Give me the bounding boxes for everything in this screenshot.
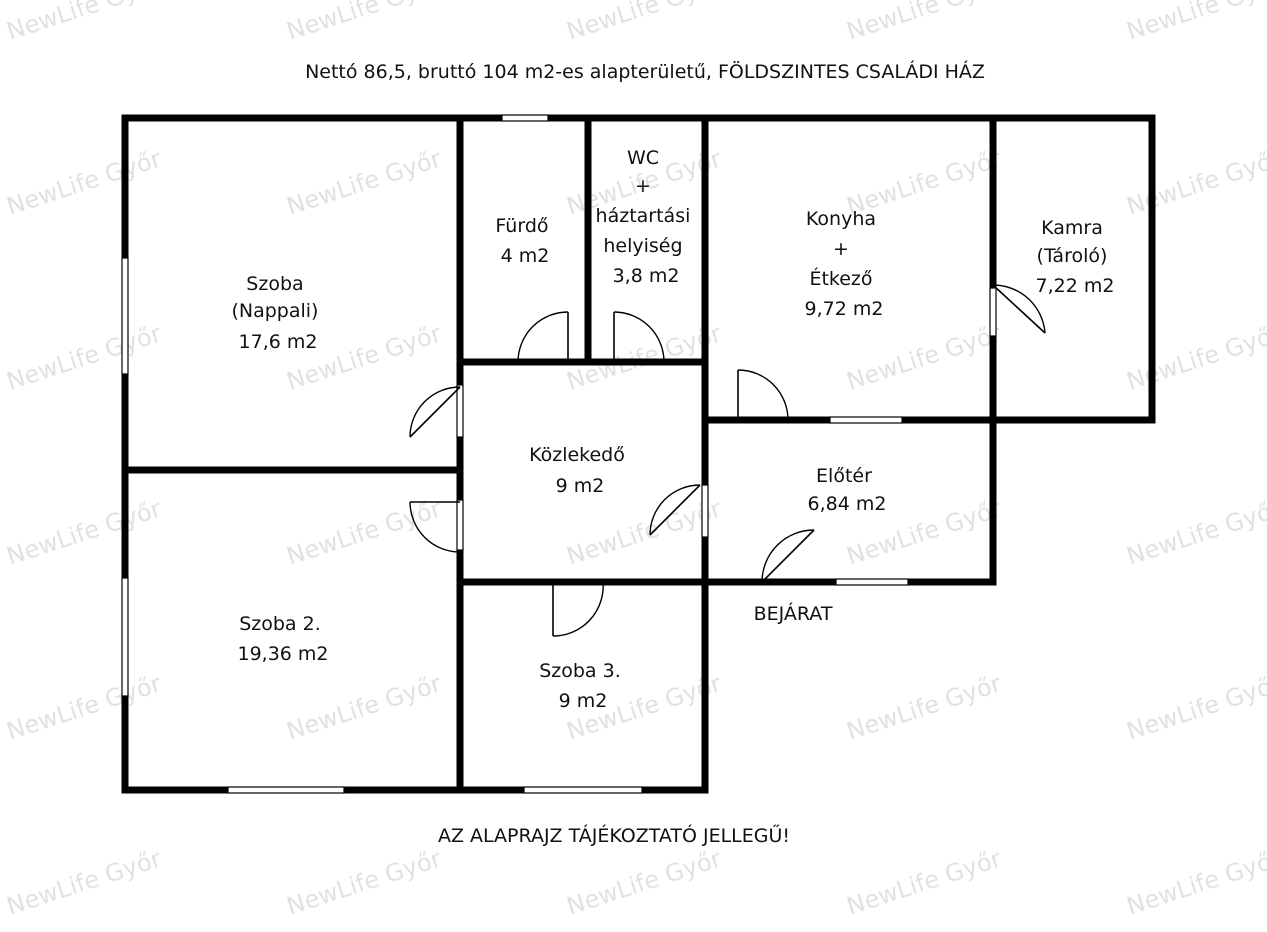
- watermark-text: NewLife Győr: [283, 844, 445, 920]
- watermark-text: NewLife Győr: [283, 0, 445, 46]
- watermark-text: NewLife Győr: [843, 669, 1005, 745]
- window: [523, 786, 643, 794]
- door-szoba2: [409, 501, 461, 553]
- watermark-text: NewLife Győr: [1123, 319, 1267, 395]
- watermark-text: NewLife Győr: [3, 319, 165, 395]
- watermark-text: NewLife Győr: [1123, 844, 1267, 920]
- watermark-text: NewLife Győr: [3, 0, 165, 46]
- entrance-label: BEJÁRAT: [754, 602, 833, 625]
- disclaimer-note: AZ ALAPRAJZ TÁJÉKOZTATÓ JELLEGŰ!: [438, 823, 790, 847]
- window: [701, 484, 709, 538]
- window: [989, 287, 997, 337]
- room-label-szoba3: Szoba 3. 9 m2: [539, 660, 627, 712]
- watermark-text: NewLife Győr: [843, 319, 1005, 395]
- watermark-text: NewLife Győr: [843, 0, 1005, 46]
- watermark-text: NewLife Győr: [3, 844, 165, 920]
- door-konyha: [737, 369, 789, 421]
- watermark-text: NewLife Győr: [563, 0, 725, 46]
- room-label-furdo: Fürdő 4 m2: [495, 215, 554, 267]
- room-label-wc: WC + háztartási helyiség 3,8 m2: [596, 147, 697, 287]
- watermark-text: NewLife Győr: [3, 144, 165, 220]
- door-kozlekedo-eloter: [649, 484, 701, 536]
- watermark-text: NewLife Győr: [283, 669, 445, 745]
- room-label-nappali: Szoba (Nappali) 17,6 m2: [231, 273, 324, 353]
- watermark-text: NewLife Győr: [843, 844, 1005, 920]
- door-entrance: [761, 529, 815, 583]
- watermark-text: NewLife Győr: [3, 669, 165, 745]
- watermark-text: NewLife Győr: [1123, 0, 1267, 46]
- watermark-text: NewLife Győr: [1123, 144, 1267, 220]
- window: [121, 577, 129, 697]
- room-label-kozlekedo: Közlekedő 9 m2: [529, 444, 631, 497]
- room-label-konyha: Konyha + Étkező 9,72 m2: [805, 208, 884, 320]
- room-label-kamra: Kamra (Tároló) 7,22 m2: [1036, 217, 1115, 297]
- watermark-text: NewLife Győr: [563, 494, 725, 570]
- plan-title: Nettó 86,5, bruttó 104 m2-es alapterület…: [305, 60, 985, 83]
- window: [835, 578, 909, 586]
- watermark-text: NewLife Győr: [1123, 669, 1267, 745]
- room-label-szoba2: Szoba 2. 19,36 m2: [237, 613, 328, 665]
- door-nappali: [409, 386, 461, 438]
- room-labels: Szoba (Nappali) 17,6 m2 Fürdő 4 m2 WC + …: [231, 147, 1114, 712]
- watermark-text: NewLife Győr: [1123, 494, 1267, 570]
- watermark-text: NewLife Győr: [3, 494, 165, 570]
- door-wc: [613, 311, 665, 363]
- watermark-text: NewLife Győr: [563, 844, 725, 920]
- doors: [409, 284, 1046, 637]
- window: [227, 786, 345, 794]
- windows: [121, 114, 997, 794]
- door-szoba3: [552, 581, 604, 637]
- watermark-text: NewLife Győr: [283, 144, 445, 220]
- window: [829, 416, 903, 424]
- window: [456, 384, 464, 438]
- window: [121, 257, 129, 375]
- window: [501, 114, 549, 122]
- door-kamra: [992, 284, 1046, 334]
- room-label-eloter: Előtér 6,84 m2: [808, 465, 887, 515]
- door-furdo: [517, 311, 569, 363]
- window: [456, 499, 464, 551]
